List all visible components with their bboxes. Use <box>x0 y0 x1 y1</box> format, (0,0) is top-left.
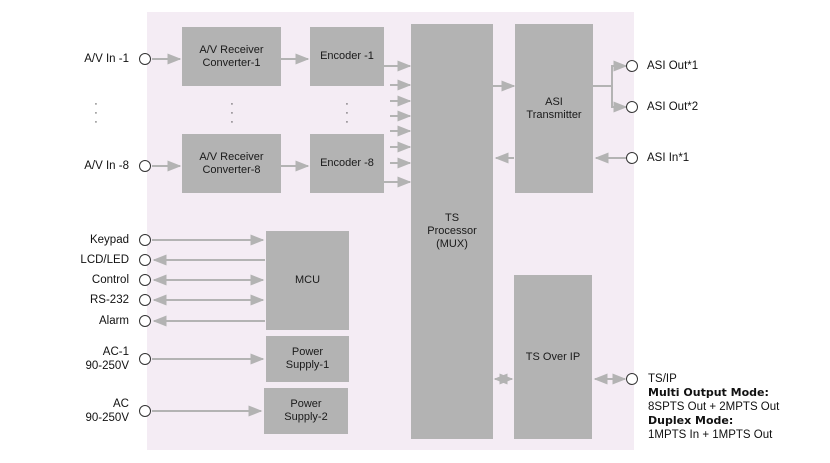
duplex-mode-title-text: Duplex Mode: <box>648 414 734 427</box>
ac2-port <box>139 405 151 417</box>
rs232-label: RS-232 <box>90 294 129 306</box>
av-receiver-converter-8-block: A/V Receiver Converter-8 <box>182 134 281 193</box>
multi-output-mode-title-text: Multi Output Mode: <box>648 386 769 399</box>
av-in-8-label: A/V In -8 <box>84 160 129 172</box>
asi-out-2-label: ASI Out*2 <box>647 101 699 113</box>
ts-ip-label: TS/IP <box>648 373 677 385</box>
asi-out-1-label: ASI Out*1 <box>647 60 699 72</box>
av-in-8-port <box>139 160 151 172</box>
ellipsis-inputs: · · · <box>94 98 98 128</box>
duplex-mode-title: Duplex Mode: <box>648 414 733 428</box>
alarm-label: Alarm <box>98 315 129 327</box>
encoder-8-block: Encoder -8 <box>310 134 384 193</box>
asi-transmitter-block: ASI Transmitter <box>515 24 593 193</box>
multi-output-mode-title: Multi Output Mode: <box>648 386 769 400</box>
multi-output-mode-value: 8SPTS Out + 2MPTS Out <box>648 401 780 413</box>
rs232-port <box>139 294 151 306</box>
keypad-label: Keypad <box>89 234 129 246</box>
asi-out-2-port <box>626 101 638 113</box>
asi-out-1-port <box>626 60 638 72</box>
ts-over-ip-block: TS Over IP <box>514 275 592 439</box>
wire-asi-out-1 <box>611 60 628 86</box>
power-supply-1-block: Power Supply-1 <box>266 336 349 382</box>
control-port <box>139 274 151 286</box>
encoder-1-block: Encoder -1 <box>310 27 384 86</box>
ac2-label: AC 90-250V <box>85 398 129 424</box>
ts-ip-port <box>626 373 638 385</box>
ac1-label: AC-1 90-250V <box>85 346 129 372</box>
ts-processor-block: TS Processor (MUX) <box>411 24 493 439</box>
ellipsis-receivers: · · · <box>230 98 234 128</box>
av-in-1-label: A/V In -1 <box>84 53 129 65</box>
control-label: Control <box>91 274 129 286</box>
asi-in-1-port <box>626 152 638 164</box>
av-receiver-converter-1-block: A/V Receiver Converter-1 <box>182 27 281 86</box>
power-supply-2-block: Power Supply-2 <box>264 388 348 434</box>
mcu-block: MCU <box>266 231 349 330</box>
duplex-mode-value: 1MPTS In + 1MPTS Out <box>648 429 773 441</box>
lcd-led-label: LCD/LED <box>80 254 129 266</box>
asi-in-1-label: ASI In*1 <box>647 152 690 164</box>
alarm-port <box>139 315 151 327</box>
ac1-port <box>139 353 151 365</box>
ellipsis-encoders: · · · <box>345 98 349 128</box>
av-in-1-port <box>139 53 151 65</box>
keypad-port <box>139 234 151 246</box>
wire-asi-out-2 <box>611 86 628 113</box>
lcd-led-port <box>139 254 151 266</box>
